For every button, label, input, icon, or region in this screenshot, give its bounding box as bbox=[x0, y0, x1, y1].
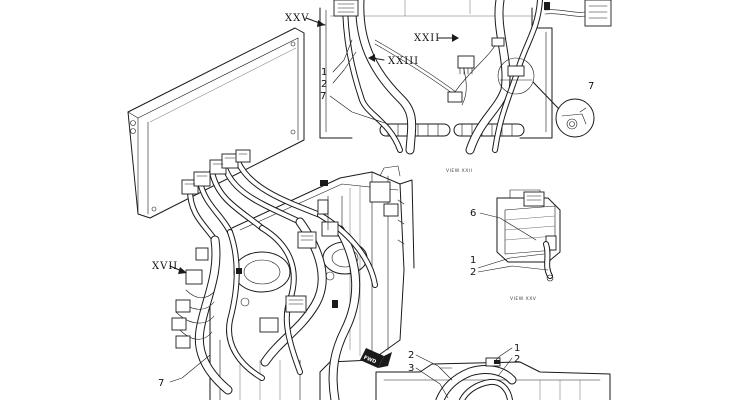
callout-top-1: 1 bbox=[321, 67, 327, 78]
view-marker-xvii: XVII bbox=[152, 261, 178, 272]
callout-view-b-6: 6 bbox=[470, 208, 476, 219]
callout-bottom-2: 2 bbox=[408, 350, 414, 361]
callout-top-7: 7 bbox=[320, 91, 326, 102]
callout-bottom-2b: 2 bbox=[514, 354, 520, 365]
control-panel-housing bbox=[127, 27, 305, 219]
callout-view-b-1: 1 bbox=[470, 255, 476, 266]
bottom-view-detail bbox=[375, 357, 611, 400]
main-harness-assembly bbox=[171, 149, 415, 400]
view-marker-xxv: XXV bbox=[285, 13, 309, 24]
callout-view-b-2: 2 bbox=[470, 267, 476, 278]
view-arrows bbox=[169, 17, 459, 274]
top-view-detail bbox=[319, 0, 612, 155]
forward-badge-text: FWD bbox=[363, 355, 377, 365]
callout-top-2: 2 bbox=[321, 79, 327, 90]
leader-lines bbox=[169, 39, 549, 399]
forward-direction-badge: FWD bbox=[360, 348, 392, 368]
callout-main-7: 7 bbox=[158, 378, 164, 389]
callout-bottom-3: 3 bbox=[408, 363, 414, 374]
view-b-detail bbox=[496, 189, 561, 282]
view-marker-xxii: XXII bbox=[414, 33, 440, 44]
callout-detail-7: 7 bbox=[588, 81, 594, 92]
view-b-caption: VIEW XXV bbox=[510, 296, 537, 302]
fitting-detail-circle bbox=[532, 81, 595, 138]
callout-bottom-1: 1 bbox=[514, 343, 520, 354]
view-marker-xxiii: XXIII bbox=[388, 56, 419, 67]
view-a-caption: VIEW XXII bbox=[446, 168, 472, 174]
